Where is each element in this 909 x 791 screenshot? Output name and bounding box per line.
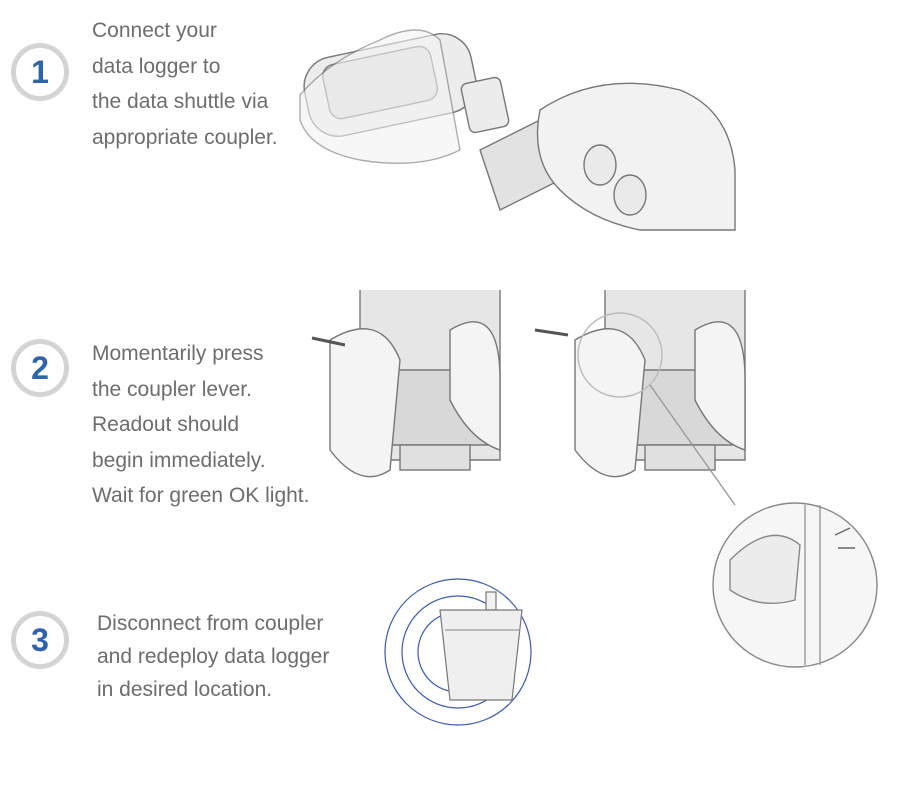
step2-illustration-left [311,290,501,478]
step-1-text: Connect your data logger to the data shu… [92,13,278,155]
step-number: 1 [31,53,49,90]
magnifier-detail [712,502,878,668]
step1-illustration [299,29,736,231]
step-number: 3 [31,621,49,658]
step-2-text: Momentarily press the coupler lever. Rea… [92,336,309,514]
text-line: Momentarily press [92,342,264,365]
step2-illustration-right [534,290,746,506]
text-line: Wait for green OK light. [92,484,310,507]
text-line: the coupler lever. [92,377,252,401]
step-1-badge: 1 [11,43,69,101]
text-line: data logger to [92,54,221,78]
step-2-badge: 2 [11,339,69,397]
step3-illustration [384,578,532,726]
text-line: and redeploy data logger [97,645,330,668]
step-3-badge: 3 [11,611,69,669]
text-line: appropriate coupler. [92,125,278,149]
text-line: Disconnect from coupler [97,612,324,635]
text-line: Readout should [92,413,240,436]
step-3-text: Disconnect from coupler and redeploy dat… [97,607,329,706]
step-number: 2 [31,349,49,386]
text-line: Connect your [92,19,217,42]
text-line: the data shuttle via [92,90,269,113]
text-line: in desired location. [97,678,273,701]
text-line: begin immediately. [92,448,266,472]
